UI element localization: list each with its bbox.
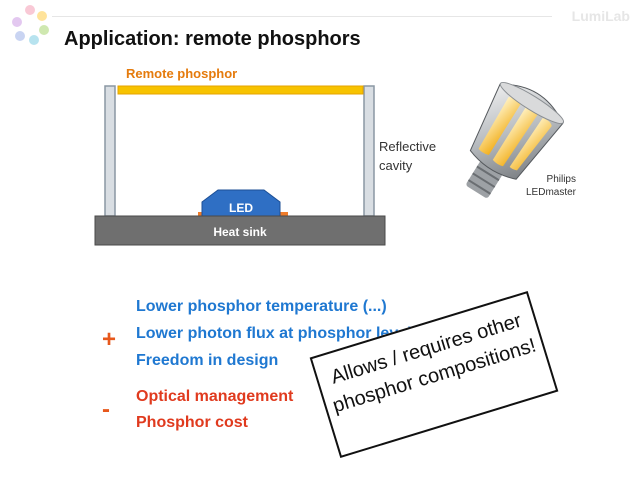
reflective-label-line-2: cavity xyxy=(379,158,413,173)
led-bulb-image xyxy=(466,82,565,198)
advantage-item: Lower phosphor temperature (...) xyxy=(136,298,387,315)
led-chip-base-right xyxy=(276,212,288,216)
heat-sink-label: Heat sink xyxy=(213,225,267,239)
minus-symbol: - xyxy=(102,396,110,423)
header-divider xyxy=(52,16,552,17)
reflective-cavity-label: Reflective cavity xyxy=(379,137,459,175)
callout-text: Allows / requires other phosphor composi… xyxy=(315,303,546,422)
brand-name: LumiLab xyxy=(571,8,630,24)
lumilab-logo-icon xyxy=(12,5,49,45)
heat-sink-block xyxy=(94,215,386,246)
product-line-2: LEDmaster xyxy=(525,187,576,198)
right-cavity-wall xyxy=(363,85,375,217)
disadvantage-item: Optical management xyxy=(136,388,294,405)
remote-phosphor-plate xyxy=(117,85,364,95)
led-label: LED xyxy=(229,201,253,215)
slide-title: Application: remote phosphors xyxy=(64,28,361,50)
phosphor-composition-callout: Allows / requires other phosphor composi… xyxy=(309,290,559,459)
advantage-item: Freedom in design xyxy=(136,352,279,369)
remote-phosphor-label: Remote phosphor xyxy=(126,66,238,81)
plus-symbol: + xyxy=(102,326,117,353)
remote-phosphor-diagram: LED Heat sink xyxy=(94,85,386,246)
product-line-1: Philips xyxy=(546,174,576,185)
reflective-label-line-1: Reflective xyxy=(379,139,437,154)
disadvantage-item: Phosphor cost xyxy=(136,414,249,431)
product-caption: Philips LEDmaster xyxy=(510,173,576,199)
left-cavity-wall xyxy=(104,85,116,217)
advantage-item: Lower photon flux at phosphor level xyxy=(136,325,412,342)
